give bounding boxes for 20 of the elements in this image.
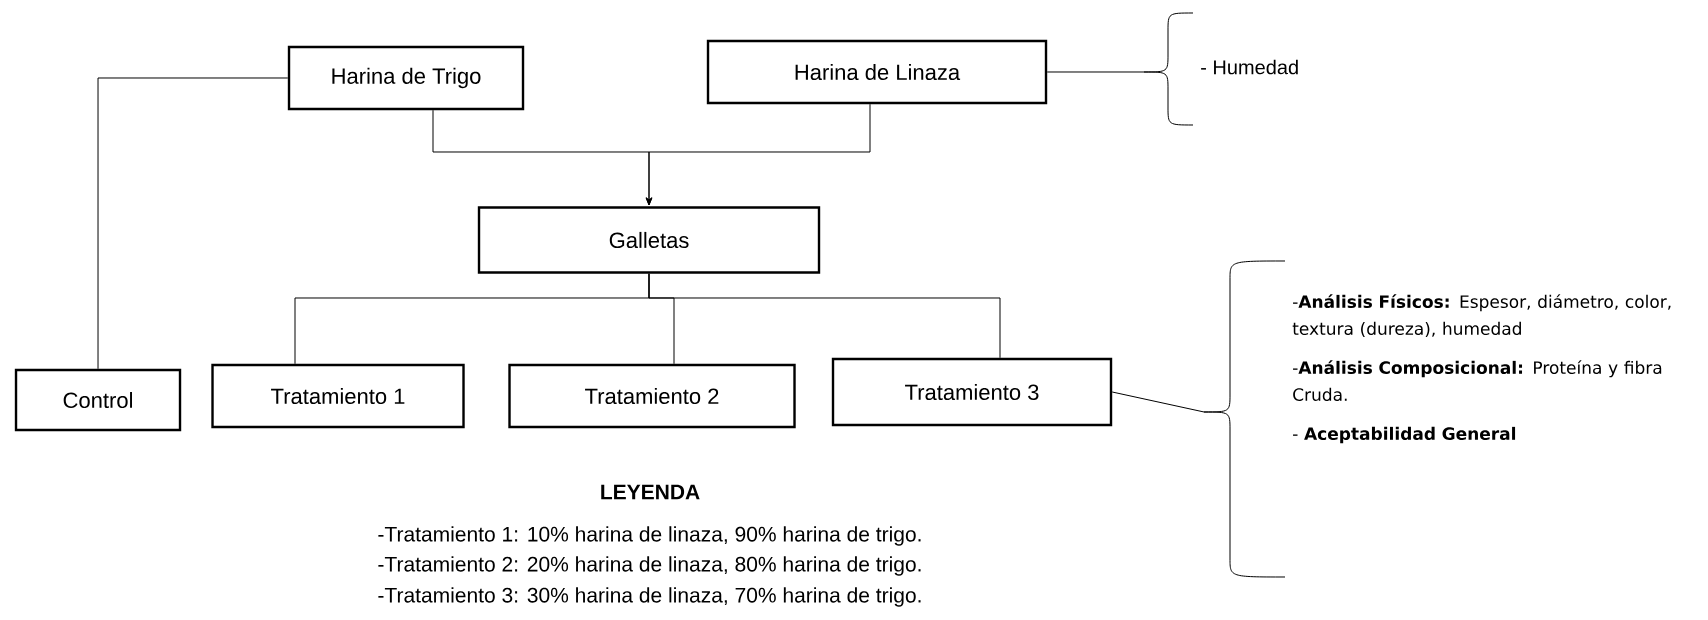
process-box: Tratamiento 1: [211, 363, 465, 429]
process-box: Galletas: [477, 206, 821, 274]
analysis-text: -Análisis Composicional: Proteína y fibra Cruda.: [1293, 360, 1662, 401]
process-box: Tratamiento 3: [831, 357, 1113, 427]
analysis-text: - Aceptabilidad General: [1293, 426, 1516, 444]
process-box: Harina de Linaza: [706, 39, 1048, 105]
note-text: - Humedad: [1201, 59, 1298, 75]
process-box: Harina de Trigo: [287, 45, 525, 111]
connector-line: [97, 77, 289, 370]
connector-line: [645, 103, 871, 206]
legend-text: -Tratamiento 1: 10% harina de linaza, 90% harina de trigo.: [378, 526, 921, 546]
bracket-connector: [1046, 12, 1194, 126]
legend-text: -Tratamiento 3: 30% harina de linaza, 70% harina de trigo.: [378, 587, 921, 607]
bracket-connector: [1111, 260, 1286, 578]
process-box: Tratamiento 2: [508, 363, 796, 429]
connector-line: [648, 273, 1001, 359]
legend-heading: LEYENDA: [601, 484, 700, 500]
analysis-text: -Análisis Físicos: Espesor, diámetro, color, textura (dureza), humedad: [1292, 294, 1671, 338]
legend-text: -Tratamiento 2: 20% harina de linaza, 80% harina de trigo.: [378, 556, 921, 576]
process-box: Control: [14, 368, 182, 432]
